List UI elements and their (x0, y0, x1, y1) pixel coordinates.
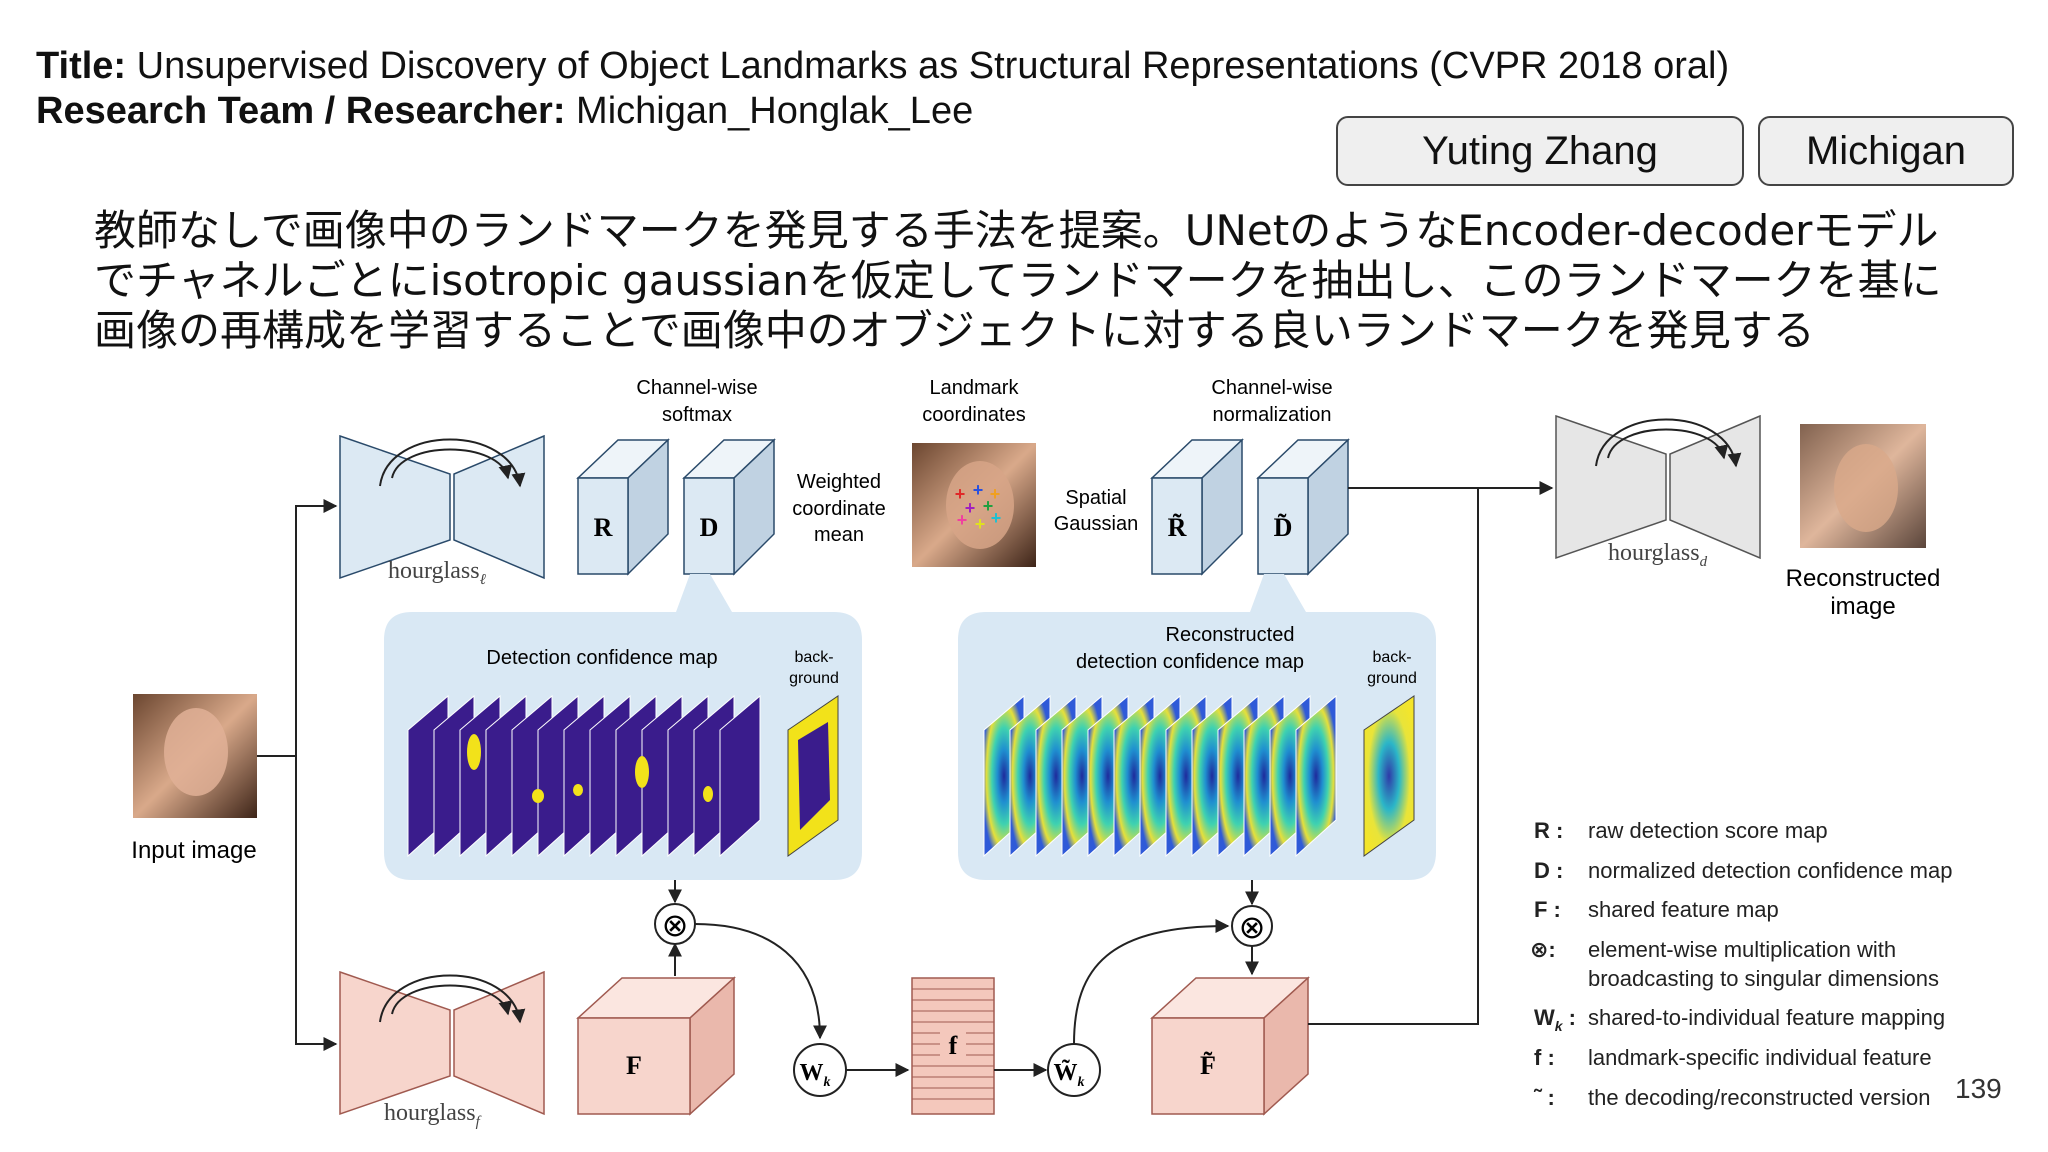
svg-text:+: + (975, 514, 986, 534)
svg-text:normalized detection confidenc: normalized detection confidence map (1588, 858, 1952, 883)
gaussian-map-stack (983, 694, 1337, 858)
reconstructed-background-map (1363, 695, 1415, 857)
svg-text:Detection confidence map: Detection confidence map (486, 647, 717, 669)
svg-text:W̃k: W̃k (1054, 1060, 1085, 1090)
block-F-tilde: F̃ (1150, 976, 1310, 1116)
wk-tilde-node: W̃k (1047, 1043, 1101, 1097)
svg-text:hourglassd: hourglassd (1608, 540, 1708, 570)
block-R: R (576, 438, 670, 576)
svg-text:R :: R : (1534, 818, 1563, 843)
svg-text:R: R (594, 513, 613, 542)
block-F: F (576, 976, 736, 1116)
reconstructed-image (1800, 424, 1926, 548)
label-channel-normalization: normalization (1213, 404, 1332, 426)
svg-text:+: + (965, 498, 976, 518)
title-line: Title: Unsupervised Discovery of Object … (36, 44, 1729, 88)
svg-text:detection confidence map: detection confidence map (1076, 651, 1304, 673)
label-landmark-coordinates: Landmark (930, 377, 1020, 399)
author-tag[interactable]: Yuting Zhang (1336, 116, 1744, 186)
label-reconstructed-image: image (1830, 593, 1895, 620)
multiply-node: ⊗ (654, 903, 696, 945)
label-channel-softmax: Channel-wise (636, 377, 757, 399)
confidence-map-stack (407, 694, 761, 858)
svg-text:shared feature map: shared feature map (1588, 897, 1779, 922)
svg-text:Wk: Wk (800, 1060, 831, 1090)
svg-text:D :: D : (1534, 858, 1563, 883)
label-weighted-mean: coordinate (792, 498, 885, 520)
affiliation-tag[interactable]: Michigan (1758, 116, 2014, 186)
svg-text:+: + (990, 484, 1001, 504)
svg-text:back-: back- (794, 649, 833, 666)
svg-text:ground: ground (1367, 670, 1417, 687)
summary-line: でチャネルごとにisotropic gaussianを仮定してランドマークを抽出… (94, 256, 1942, 305)
summary-text: 教師なしで画像中のランドマークを発見する手法を提案。UNetのようなEncode… (94, 206, 1942, 356)
legend: R : raw detection score map D : normaliz… (1530, 818, 1952, 1110)
team-line: Research Team / Researcher: Michigan_Hon… (36, 89, 973, 133)
svg-text:D: D (700, 513, 719, 542)
svg-text:broadcasting to singular dimen: broadcasting to singular dimensions (1588, 966, 1939, 991)
paper-title: Unsupervised Discovery of Object Landmar… (136, 45, 1730, 87)
label-spatial-gaussian: Gaussian (1054, 513, 1139, 535)
multiply-node-reconstructed: ⊗ (1231, 905, 1273, 947)
label-weighted-mean: Weighted (797, 471, 881, 493)
svg-text:+: + (991, 508, 1002, 528)
svg-text:the decoding/reconstructed ver: the decoding/reconstructed version (1588, 1085, 1930, 1110)
svg-text:back-: back- (1372, 649, 1411, 666)
svg-text:f :: f : (1534, 1045, 1555, 1070)
wk-node: Wk (793, 1043, 847, 1097)
block-f: f (911, 977, 995, 1115)
reconstructed-confidence-panel: Reconstructed detection confidence map b… (958, 574, 1436, 880)
svg-text:F̃: F̃ (1200, 1051, 1216, 1080)
label-landmark-coordinates: coordinates (922, 404, 1025, 426)
label-reconstructed-image: Reconstructed (1786, 565, 1941, 592)
hourglass-f: hourglassf (339, 970, 545, 1130)
svg-text:Wk :: Wk : (1534, 1005, 1576, 1034)
svg-text:ground: ground (789, 670, 839, 687)
hourglass-l: hourglassℓ (339, 434, 545, 588)
svg-text:hourglassℓ: hourglassℓ (388, 558, 486, 588)
label-input-image: Input image (131, 837, 256, 864)
svg-text:Reconstructed: Reconstructed (1166, 624, 1295, 646)
label-weighted-mean: mean (814, 524, 864, 546)
svg-text:˜ :: ˜ : (1533, 1085, 1555, 1110)
svg-text:⊗: ⊗ (662, 907, 689, 943)
label-channel-softmax: softmax (662, 404, 732, 426)
svg-text:raw detection score map: raw detection score map (1588, 818, 1828, 843)
label-channel-normalization: Channel-wise (1211, 377, 1332, 399)
svg-text:R̃: R̃ (1168, 513, 1187, 542)
svg-text:+: + (955, 484, 966, 504)
input-image (133, 694, 257, 818)
landmark-face-image: ++ ++ ++ ++ (912, 443, 1036, 567)
team-name: Michigan_Honglak_Lee (576, 90, 974, 132)
team-label: Research Team / Researcher: (36, 90, 566, 132)
background-map (787, 695, 839, 857)
block-D: D (682, 438, 776, 576)
page-number: 139 (1955, 1073, 2002, 1104)
svg-text:+: + (983, 496, 994, 516)
hourglass-d: hourglassd (1555, 414, 1761, 570)
svg-text:hourglassf: hourglassf (384, 1100, 482, 1130)
svg-text:⊗:: ⊗: (1530, 937, 1556, 962)
svg-text:F: F (626, 1051, 642, 1080)
svg-text:⊗: ⊗ (1239, 909, 1266, 945)
svg-text:element-wise multiplication wi: element-wise multiplication with (1588, 937, 1896, 962)
svg-text:shared-to-individual feature m: shared-to-individual feature mapping (1588, 1005, 1945, 1030)
block-R-tilde: R̃ (1150, 438, 1244, 576)
svg-text:+: + (973, 480, 984, 500)
label-spatial-gaussian: Spatial (1065, 487, 1126, 509)
summary-line: 画像の再構成を学習することで画像中のオブジェクトに対する良いランドマークを発見す… (94, 306, 1815, 355)
detection-confidence-panel: Detection confidence map back- ground (384, 574, 862, 880)
svg-text:F :: F : (1534, 897, 1561, 922)
svg-text:D̃: D̃ (1274, 513, 1293, 542)
summary-line: 教師なしで画像中のランドマークを発見する手法を提案。UNetのようなEncode… (94, 206, 1939, 255)
svg-text:landmark-specific individual f: landmark-specific individual feature (1588, 1045, 1932, 1070)
svg-text:+: + (957, 510, 968, 530)
title-label: Title: (36, 45, 127, 87)
svg-text:f: f (949, 1031, 958, 1060)
block-D-tilde: D̃ (1256, 438, 1350, 576)
